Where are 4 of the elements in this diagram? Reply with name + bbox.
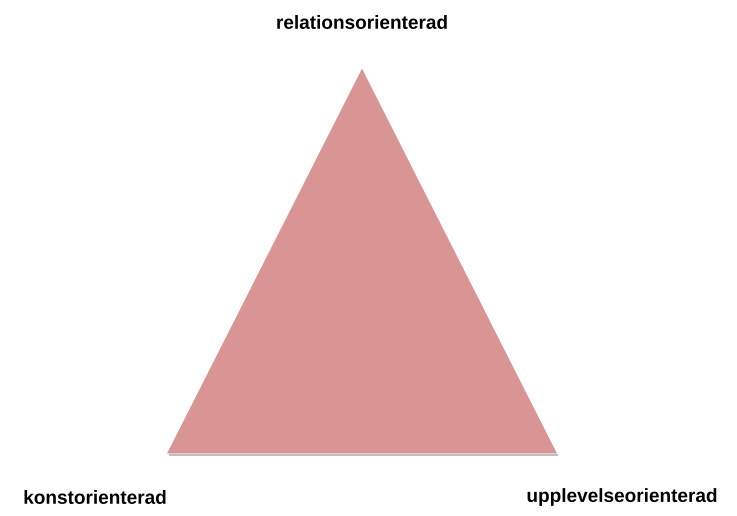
corner-label: konstorienterad <box>24 490 166 504</box>
triangle <box>167 68 557 454</box>
corner-label: relationsorienterad <box>277 15 447 29</box>
corner-label: upplevelseorienterad <box>528 488 716 506</box>
